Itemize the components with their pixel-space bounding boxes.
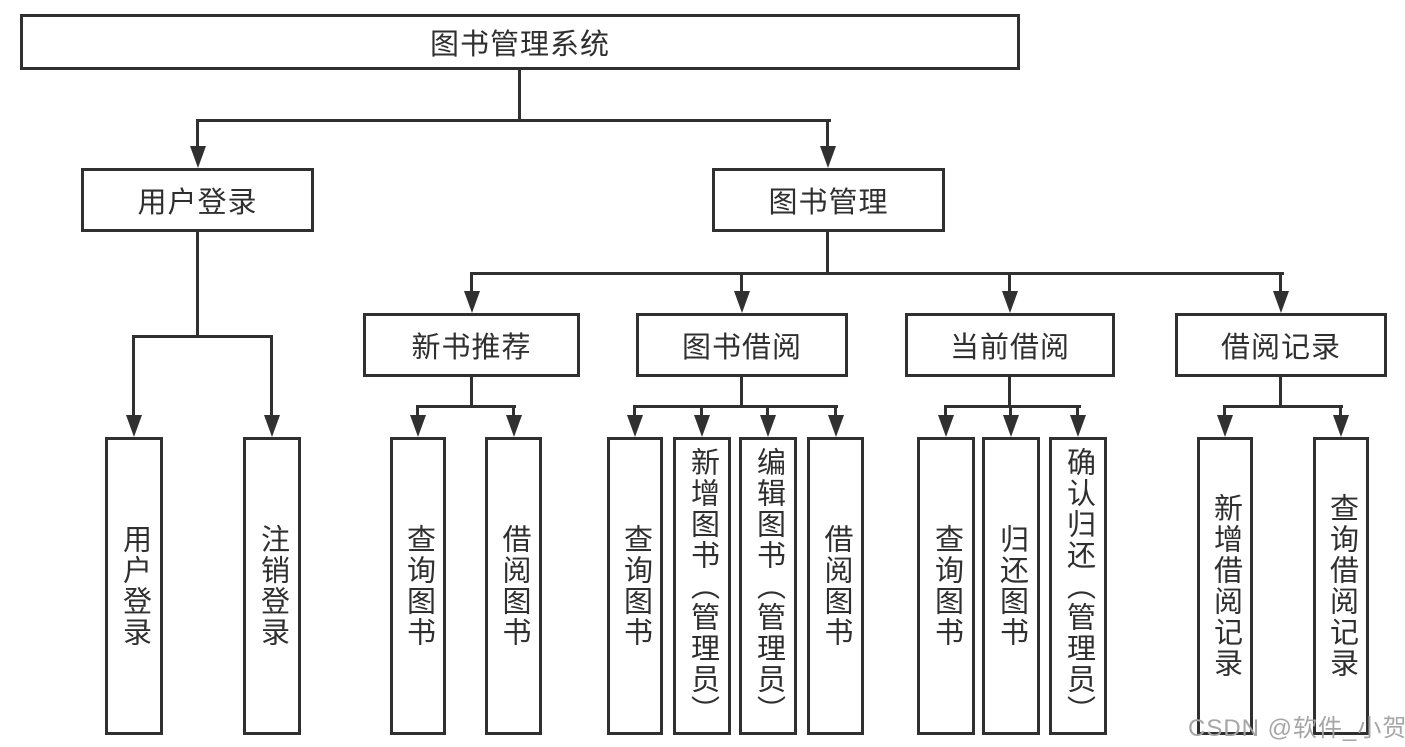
connector-stub-bb-edit xyxy=(766,405,769,417)
arrowhead-nb-borrow xyxy=(506,415,522,437)
connector-stub-bb-query xyxy=(633,405,636,417)
connector-stub-book-mgmt xyxy=(826,119,829,149)
leaf-br-add-record: 新增借阅记录 xyxy=(1197,437,1253,735)
connector-user-login-stem xyxy=(196,232,199,338)
node-book-mgmt-label: 图书管理 xyxy=(768,187,889,219)
node-current-borrow-label: 当前借阅 xyxy=(949,332,1070,364)
arrowhead-leaf-logout xyxy=(264,415,280,437)
watermark-text: CSDN @软件_小贺同学 xyxy=(1188,715,1405,742)
connector-stub-br-query xyxy=(1339,405,1342,417)
connector-stub-borrow-record xyxy=(1279,272,1282,294)
leaf-nb-query-books: 查询图书 xyxy=(390,437,446,735)
leaf-cb-return-books: 归还图书 xyxy=(982,437,1040,735)
leaf-cb-query-books-label: 查询图书 xyxy=(930,524,963,648)
node-current-borrow: 当前借阅 xyxy=(905,313,1115,377)
arrowhead-borrow-record xyxy=(1273,291,1289,313)
leaf-cb-query-books: 查询图书 xyxy=(917,437,975,735)
leaf-bb-edit-books: 编辑图书（管理员） xyxy=(739,437,797,735)
node-book-mgmt: 图书管理 xyxy=(712,168,945,232)
leaf-user-login: 用户登录 xyxy=(105,437,163,735)
leaf-br-query-record: 查询借阅记录 xyxy=(1313,437,1369,735)
connector-stub-bb-add xyxy=(700,405,703,417)
connector-stub-bb-borrow xyxy=(834,405,837,417)
node-book-borrow-label: 图书借阅 xyxy=(681,332,802,364)
arrowhead-bb-add xyxy=(694,415,710,437)
leaf-bb-edit-books-label: 编辑图书（管理员） xyxy=(752,446,785,726)
leaf-bb-add-books-label: 新增图书（管理员） xyxy=(686,446,719,726)
leaf-user-login-label: 用户登录 xyxy=(118,524,151,648)
arrowhead-nb-query xyxy=(410,415,426,437)
leaf-br-add-record-label: 新增借阅记录 xyxy=(1209,493,1242,679)
connector-stub-nb-borrow xyxy=(512,405,515,417)
connector-new-book-rail xyxy=(416,405,516,408)
node-borrow-record: 借阅记录 xyxy=(1175,313,1387,377)
connector-stub-cb-confirm xyxy=(1076,405,1079,417)
arrowhead-book-borrow xyxy=(734,291,750,313)
leaf-bb-add-books: 新增图书（管理员） xyxy=(673,437,731,735)
leaf-cb-confirm-return-label: 确认归还（管理员） xyxy=(1062,446,1095,726)
connector-stub-new-book xyxy=(470,272,473,294)
arrowhead-bb-query xyxy=(627,415,643,437)
connector-stub-leaf-login xyxy=(132,335,135,417)
leaf-nb-borrow-books: 借阅图书 xyxy=(485,437,542,735)
connector-stub-leaf-logout xyxy=(270,335,273,417)
connector-stub-cb-return xyxy=(1009,405,1012,417)
node-root-label: 图书管理系统 xyxy=(429,29,610,61)
node-borrow-record-label: 借阅记录 xyxy=(1220,332,1341,364)
connector-new-book-stem xyxy=(470,377,473,408)
arrowhead-bb-edit xyxy=(760,415,776,437)
arrowhead-cb-query xyxy=(938,415,954,437)
connector-book-mgmt-rail xyxy=(470,272,1284,275)
node-user-login-label: 用户登录 xyxy=(137,187,258,219)
connector-stub-cb-query xyxy=(944,405,947,417)
arrowhead-leaf-login xyxy=(126,415,142,437)
leaf-br-query-record-label: 查询借阅记录 xyxy=(1325,493,1358,679)
leaf-nb-borrow-books-label: 借阅图书 xyxy=(498,524,530,648)
connector-borrow-record-stem xyxy=(1279,377,1282,408)
arrowhead-br-add xyxy=(1217,415,1233,437)
connector-book-mgmt-stem xyxy=(826,232,829,275)
leaf-bb-borrow-books: 借阅图书 xyxy=(807,437,864,735)
leaf-bb-borrow-books-label: 借阅图书 xyxy=(820,524,852,648)
leaf-logout: 注销登录 xyxy=(243,437,301,735)
arrowhead-current-borrow xyxy=(1002,291,1018,313)
connector-stub-br-add xyxy=(1223,405,1226,417)
node-new-book: 新书推荐 xyxy=(363,313,580,377)
arrowhead-book-mgmt xyxy=(820,146,836,168)
leaf-cb-confirm-return: 确认归还（管理员） xyxy=(1049,437,1107,735)
arrowhead-cb-confirm xyxy=(1070,415,1086,437)
node-root: 图书管理系统 xyxy=(20,14,1020,70)
leaf-nb-query-books-label: 查询图书 xyxy=(402,524,435,648)
connector-stub-book-borrow xyxy=(740,272,743,294)
connector-stub-nb-query xyxy=(416,405,419,417)
connector-stub-current-borrow xyxy=(1008,272,1011,294)
connector-stub-user-login xyxy=(196,119,199,149)
connector-user-login-rail xyxy=(132,335,273,338)
connector-root-rail xyxy=(196,119,831,122)
connector-book-borrow-rail xyxy=(633,405,838,408)
connector-borrow-record-rail xyxy=(1223,405,1343,408)
leaf-bb-query-books-label: 查询图书 xyxy=(619,524,652,648)
leaf-cb-return-books-label: 归还图书 xyxy=(995,524,1028,648)
arrowhead-br-query xyxy=(1333,415,1349,437)
node-book-borrow: 图书借阅 xyxy=(636,313,848,377)
arrowhead-user-login xyxy=(190,146,206,168)
leaf-logout-label: 注销登录 xyxy=(256,524,289,648)
leaf-bb-query-books: 查询图书 xyxy=(607,437,663,735)
connector-root-stem xyxy=(518,69,521,122)
node-new-book-label: 新书推荐 xyxy=(411,332,532,364)
arrowhead-new-book xyxy=(464,291,480,313)
arrowhead-bb-borrow xyxy=(828,415,844,437)
node-user-login: 用户登录 xyxy=(81,168,314,232)
arrowhead-cb-return xyxy=(1003,415,1019,437)
connector-current-borrow-stem xyxy=(1008,377,1011,408)
connector-current-borrow-rail xyxy=(944,405,1081,408)
connector-book-borrow-stem xyxy=(740,377,743,408)
